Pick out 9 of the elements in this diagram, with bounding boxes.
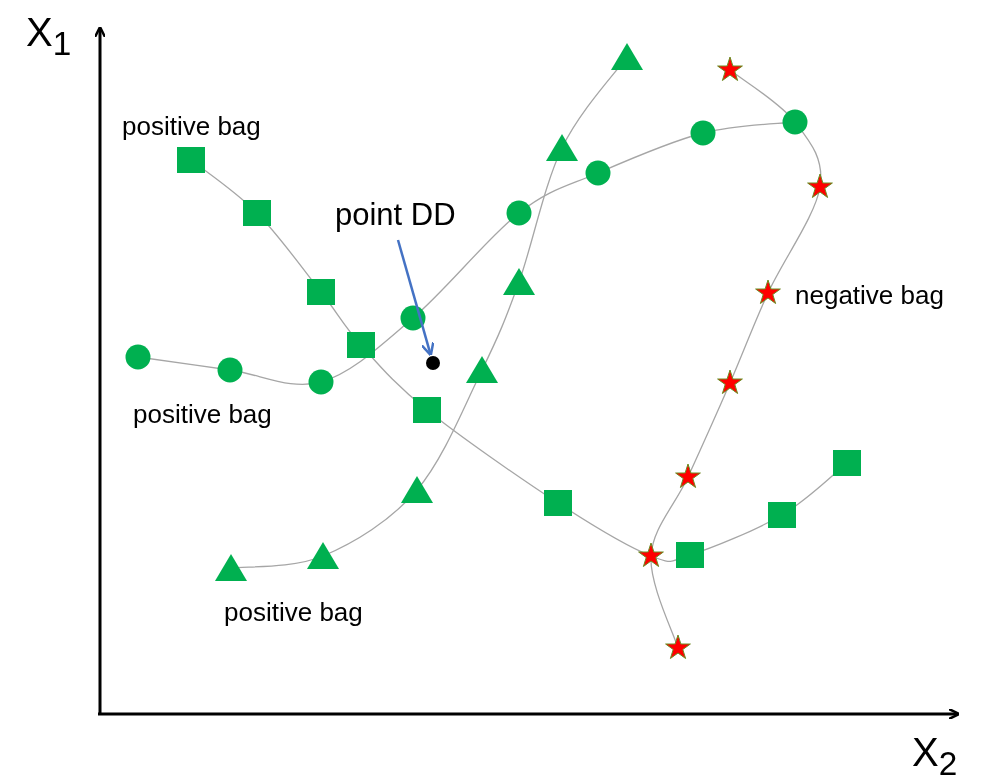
bag-label: negative bag bbox=[795, 281, 944, 310]
axis-label: X$_{1}$ bbox=[26, 10, 72, 63]
bag-label: positive bag bbox=[122, 112, 261, 141]
bag-label: positive bag bbox=[224, 598, 363, 627]
axis-label: X$_{2}$ bbox=[912, 730, 958, 782]
point-marker bbox=[426, 356, 440, 370]
arrow bbox=[396, 239, 435, 357]
annotation-text: point DD bbox=[335, 198, 456, 233]
bag-label: positive bag bbox=[133, 400, 272, 429]
